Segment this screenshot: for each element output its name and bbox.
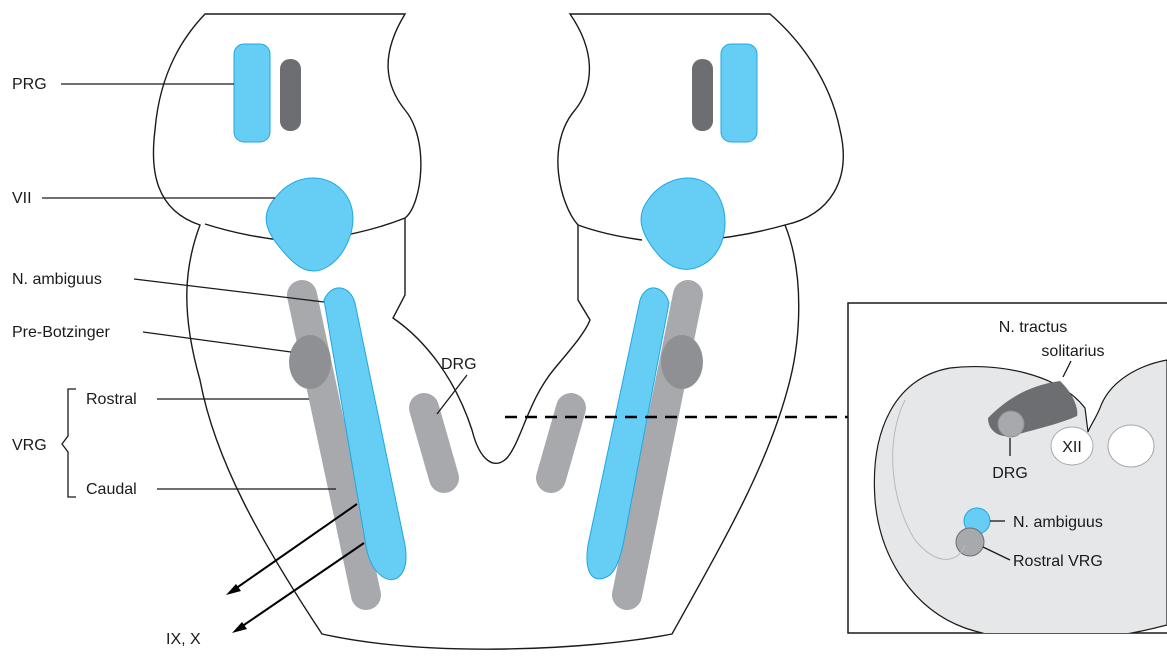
left-nuclei [234,44,444,595]
drg-column-right [551,408,571,478]
drg-column-left [424,408,444,478]
prg-gray-column-right [692,59,713,131]
pre-botzinger-right [661,335,703,389]
label-caudal: Caudal [86,481,137,498]
rostral-vrg-dot [956,528,984,556]
inset-cross-section: N. tractus solitarius XII DRG N. ambiguu… [848,303,1167,641]
inset-label-rostral-vrg: Rostral VRG [1013,553,1103,570]
inset-label-n-ambiguus: N. ambiguus [1013,514,1103,531]
inset-label-nts-line2: solitarius [1041,343,1104,360]
vrg-brace [62,389,76,497]
labels: PRG VII N. ambiguus Pre-Botzinger VRG Ro… [12,76,477,648]
prg-gray-column-left [280,59,301,131]
label-prg: PRG [12,76,47,93]
prg-nucleus-left [234,44,270,142]
pre-botzinger-left [289,335,331,389]
right-nuclei [551,44,757,595]
label-rostral: Rostral [86,391,137,408]
inset-label-nts-line1: N. tractus [999,319,1067,336]
prg-nucleus-right [721,44,757,142]
label-nerves: IX, X [166,631,201,648]
inset-label-drg: DRG [992,465,1028,482]
xii-nucleus-right [1108,425,1154,467]
label-drg: DRG [441,356,477,373]
inset-label-xii: XII [1062,439,1082,456]
label-vii: VII [12,190,32,207]
label-n-ambiguus: N. ambiguus [12,271,102,288]
facial-nucleus-right [641,178,725,269]
label-pre-botzinger: Pre-Botzinger [12,324,110,341]
facial-nucleus-left [266,178,353,271]
label-vrg: VRG [12,437,47,454]
drg-dot [998,411,1024,437]
